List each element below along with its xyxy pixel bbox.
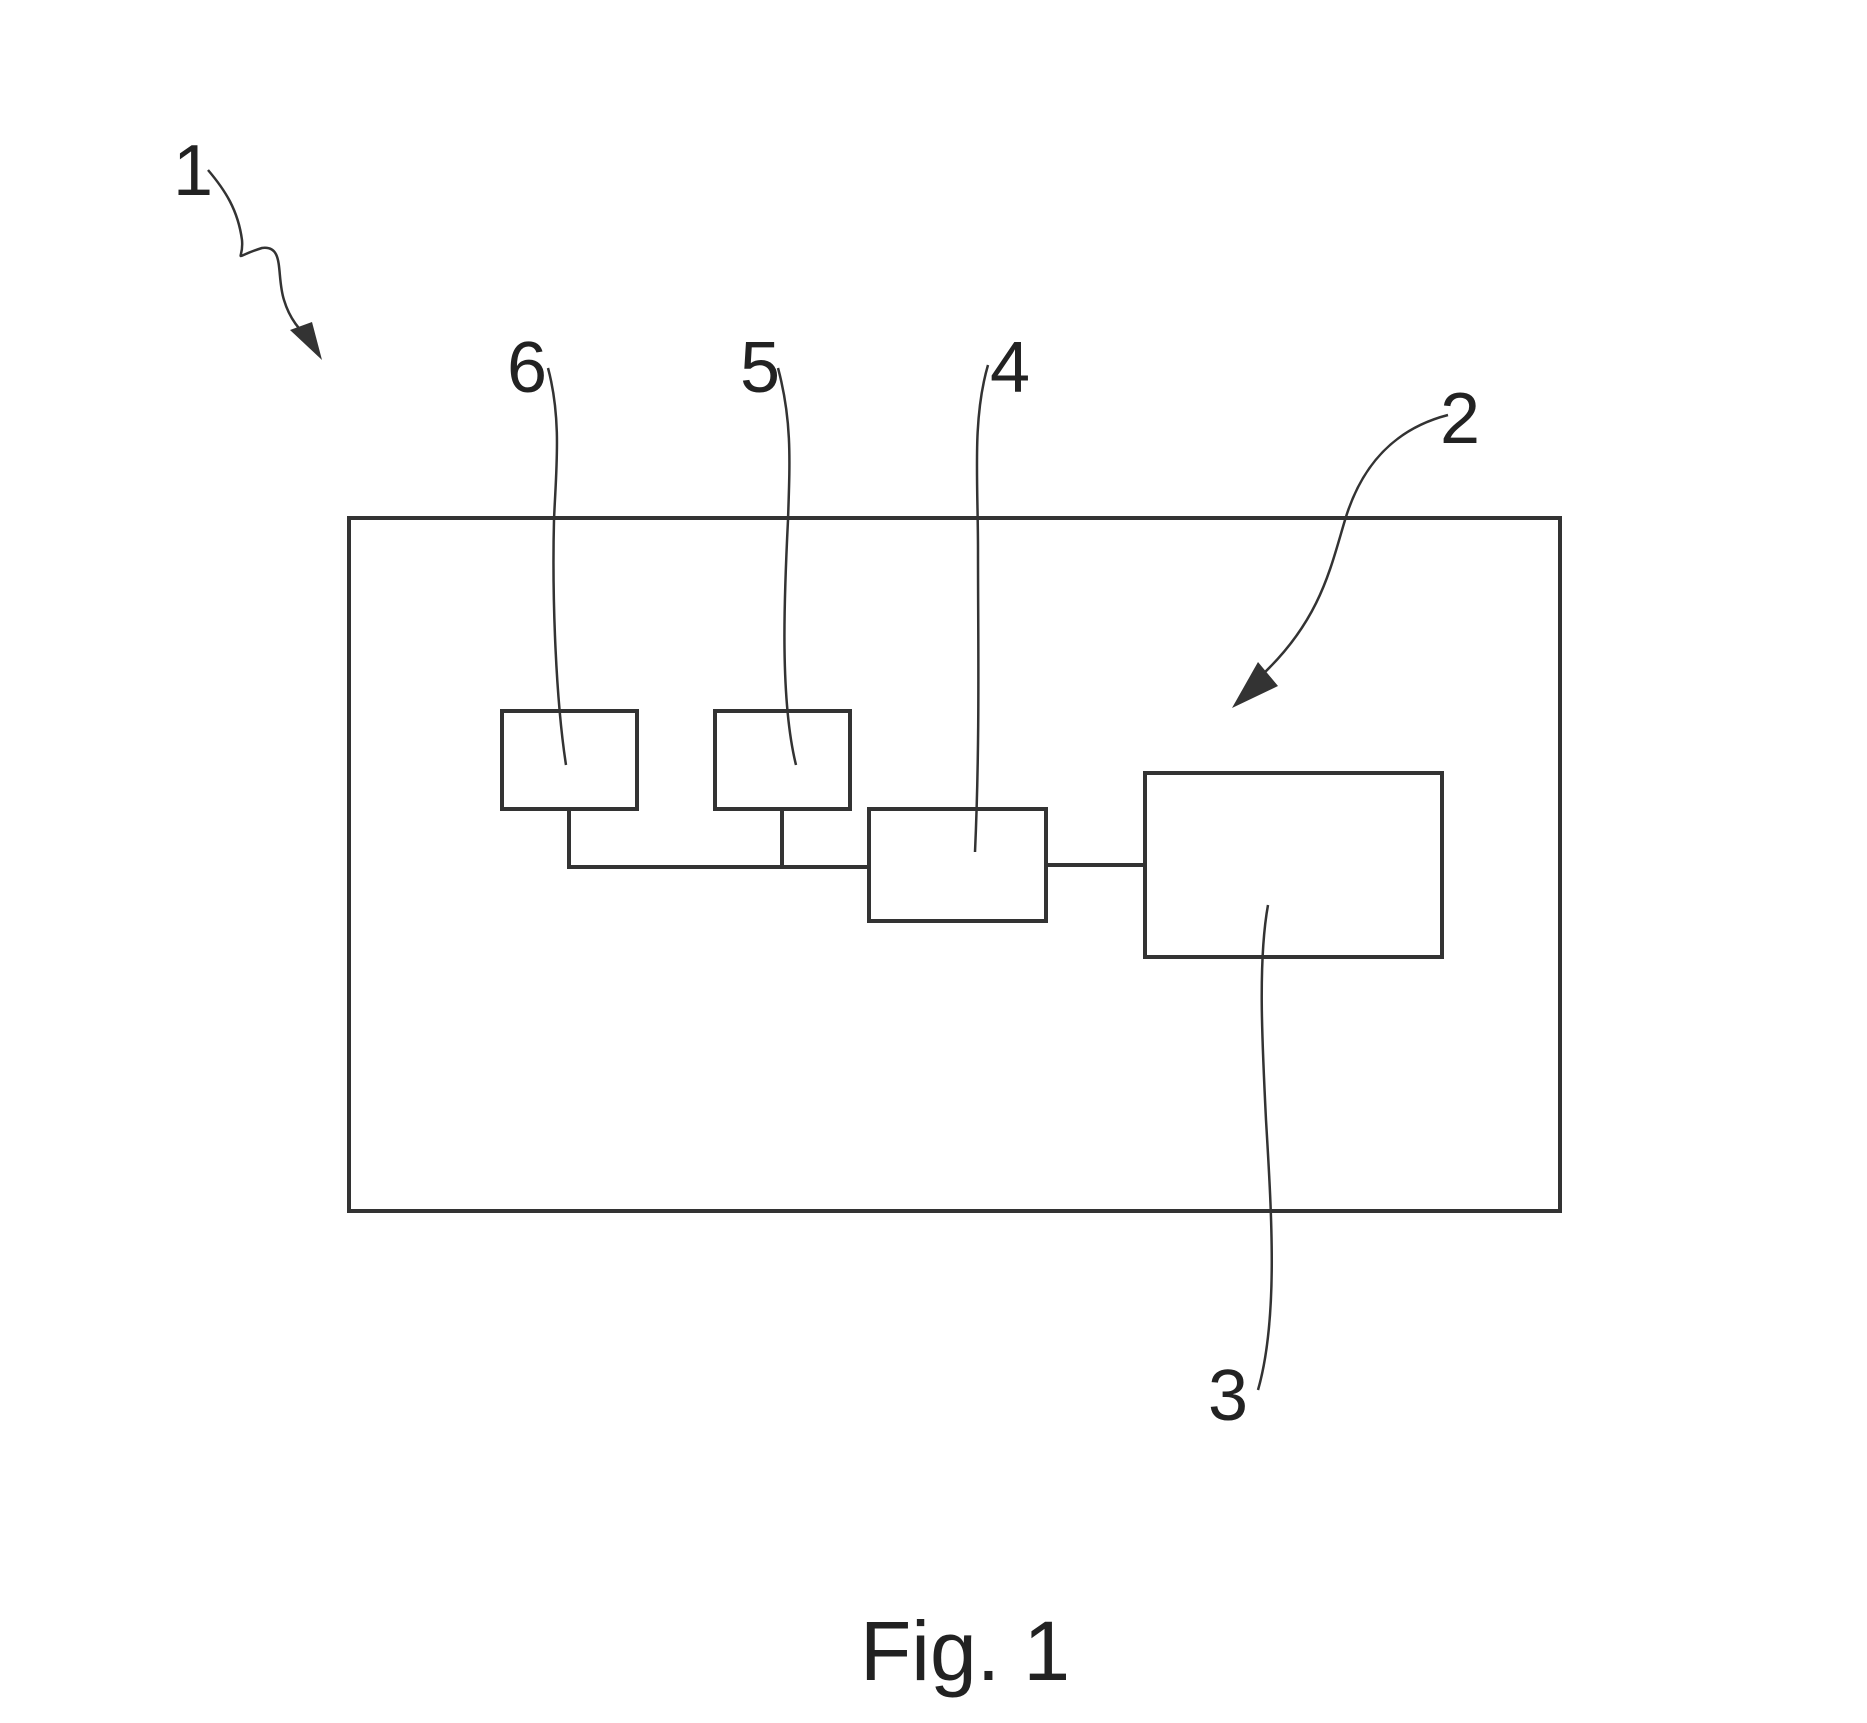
device-arrow bbox=[1261, 413, 1449, 676]
label-device: 2 bbox=[1440, 379, 1480, 459]
device-arrowhead bbox=[1232, 662, 1278, 708]
box-6 bbox=[500, 709, 639, 811]
system-wavy-arrow bbox=[207, 169, 311, 341]
label-unit-4: 4 bbox=[990, 328, 1030, 408]
system-arrowhead bbox=[290, 322, 322, 360]
wire-6-5-4 bbox=[567, 809, 869, 869]
box-5 bbox=[713, 709, 852, 811]
leader-3 bbox=[1256, 904, 1274, 1391]
box-4 bbox=[867, 807, 1048, 923]
label-unit-5: 5 bbox=[740, 328, 780, 408]
leader-6 bbox=[546, 367, 568, 766]
outer-frame bbox=[347, 516, 1562, 1213]
figure-caption: Fig. 1 bbox=[860, 1604, 1070, 1698]
leader-5 bbox=[776, 367, 798, 766]
label-unit-3: 3 bbox=[1208, 1356, 1248, 1436]
label-unit-6: 6 bbox=[507, 328, 547, 408]
label-system: 1 bbox=[173, 131, 213, 211]
box-3 bbox=[1143, 771, 1444, 959]
leader-4 bbox=[973, 364, 990, 853]
